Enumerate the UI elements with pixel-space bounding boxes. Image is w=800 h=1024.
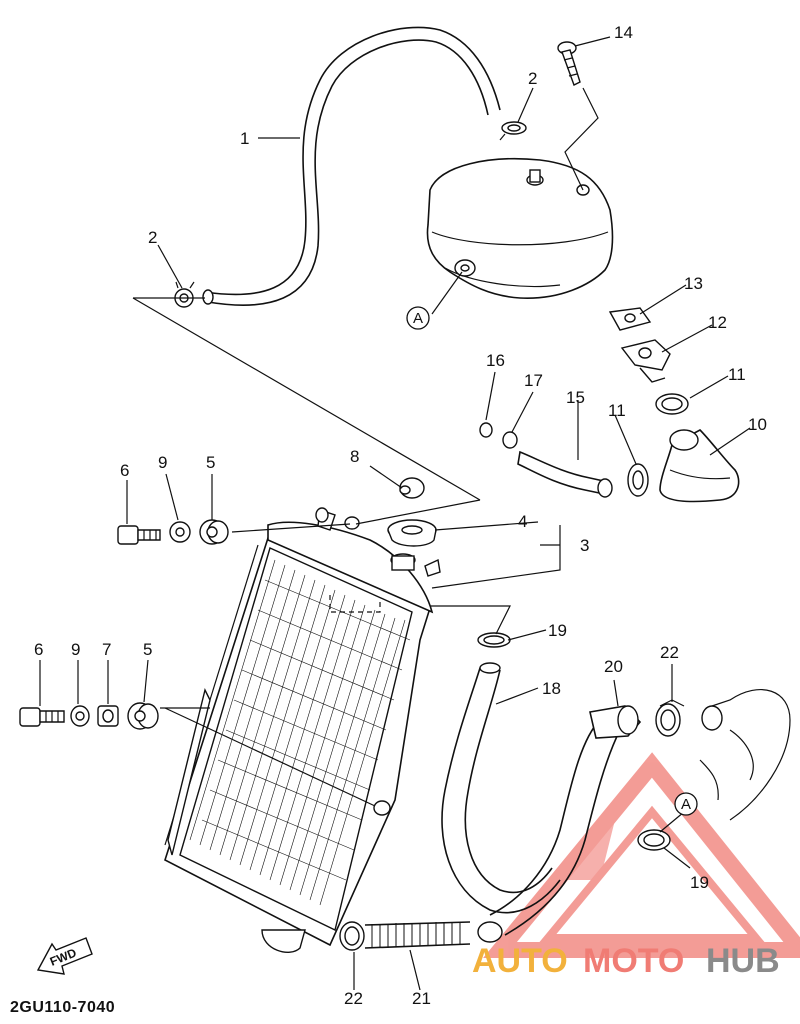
watermark-triangle-logo: [483, 752, 800, 958]
watermark-wordmark: AUTO MOTO HUB: [472, 942, 780, 980]
fwd-arrow-icon: FWD: [36, 937, 93, 975]
clamp-19-upper: [477, 632, 511, 648]
radiator: [164, 507, 441, 953]
corrugated-hose-21: [364, 921, 471, 949]
bolt-6-lower: [19, 707, 65, 727]
clamp-2-top: [499, 121, 527, 141]
callout-2-left: 2: [148, 228, 157, 247]
pipe-20: [477, 705, 642, 943]
watermark-auto: AUTO: [472, 942, 568, 980]
ref-mark-a-upper: A: [406, 306, 430, 330]
callout-labels: 1 2 2 3 4 5 5 6 6 7 8 9 9 10 11 11 12 13…: [34, 23, 767, 1008]
callout-19-lower: 19: [690, 873, 709, 892]
callout-15: 15: [566, 388, 585, 407]
hose-1: [202, 26, 501, 306]
callout-3: 3: [580, 536, 589, 555]
clamp-2-left: [174, 281, 195, 308]
bolt-6-upper: [117, 525, 161, 545]
clamp-11-upper: [655, 393, 689, 415]
callout-5-lower: 5: [143, 640, 152, 659]
callout-10: 10: [748, 415, 767, 434]
pipe-15: [517, 450, 613, 498]
callout-19-upper: 19: [548, 621, 567, 640]
o-ring-17: [502, 431, 518, 449]
callout-16: 16: [486, 351, 505, 370]
callout-13: 13: [684, 274, 703, 293]
hose-18: [441, 662, 561, 914]
callout-4: 4: [518, 512, 527, 531]
washer-9-lower: [70, 705, 90, 727]
callout-2-top: 2: [528, 69, 537, 88]
clamp-19-lower: [637, 829, 671, 851]
callout-8: 8: [350, 447, 359, 466]
grommet-5-lower: [127, 702, 159, 730]
collar-7: [97, 705, 119, 727]
engine-outlet: [699, 689, 791, 821]
callout-17: 17: [524, 371, 543, 390]
washer-9-upper: [169, 521, 191, 543]
reservoir-tank: [426, 157, 614, 299]
collar-8: [399, 477, 425, 499]
screw-14-dash: [564, 87, 599, 191]
callout-22-bottom: 22: [344, 989, 363, 1008]
svg-text:A: A: [413, 310, 423, 327]
callout-6-upper: 6: [120, 461, 129, 480]
elbow-hose-10: [659, 429, 740, 503]
bracket-12: [620, 339, 671, 383]
diagram-code: 2GU110-7040: [10, 999, 115, 1016]
callout-6-lower: 6: [34, 640, 43, 659]
callout-12: 12: [708, 313, 727, 332]
watermark-moto: MOTO: [583, 942, 684, 980]
callout-7: 7: [102, 640, 111, 659]
callout-18: 18: [542, 679, 561, 698]
callout-5-upper: 5: [206, 453, 215, 472]
callout-11-lower: 11: [608, 401, 626, 420]
callout-1: 1: [240, 129, 249, 148]
callout-11-upper: 11: [728, 365, 746, 384]
grommet-5-upper: [199, 519, 229, 545]
clamp-22-bottom: [339, 921, 365, 951]
o-ring-16: [479, 422, 493, 438]
callout-14: 14: [614, 23, 633, 42]
watermark-hub: HUB: [706, 942, 780, 980]
callout-22-right: 22: [660, 643, 679, 662]
callout-20: 20: [604, 657, 623, 676]
leader-lines: [39, 36, 751, 991]
screw-14: [557, 41, 581, 86]
callout-9-upper: 9: [158, 453, 167, 472]
svg-text:A: A: [681, 796, 691, 813]
callout-9-lower: 9: [71, 640, 80, 659]
clamp-11-lower: [627, 463, 649, 497]
radiator-cap-4: [387, 519, 437, 547]
callout-21: 21: [412, 989, 431, 1008]
ref-mark-a-lower: A: [674, 792, 698, 816]
clamp-22-right: [655, 699, 685, 737]
